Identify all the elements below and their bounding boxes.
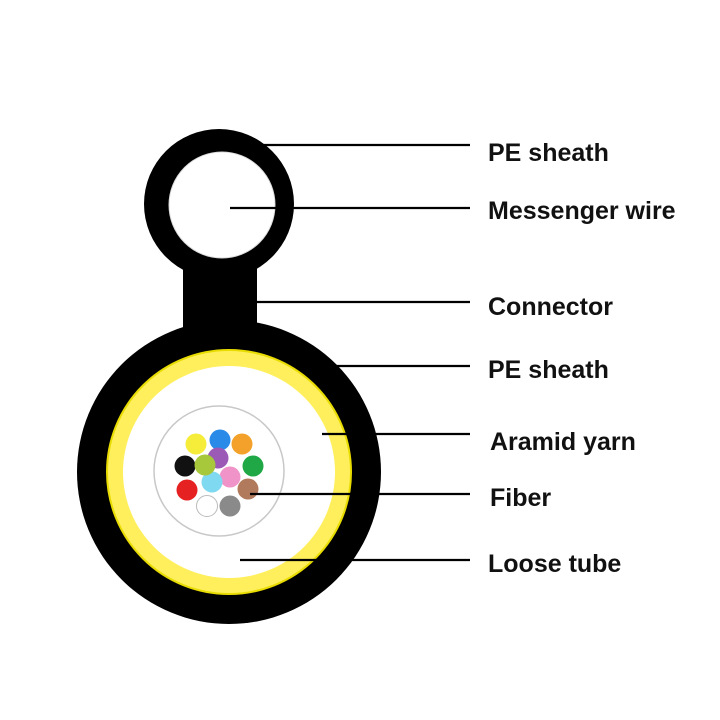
fiber-lime [194,454,216,476]
fiber-orange [231,433,253,455]
label-messenger-wire: Messenger wire [488,197,676,225]
callout-labels: PE sheath Messenger wire Connector PE sh… [488,139,676,578]
leader-lines [230,143,470,562]
label-loose-tube: Loose tube [488,550,621,578]
label-pe-sheath-main: PE sheath [488,356,609,384]
fiber-slate [219,495,241,517]
fiber-green [242,455,264,477]
fiber-blue [209,429,231,451]
fiber-yellow [185,433,207,455]
label-aramid-yarn: Aramid yarn [490,428,636,456]
cable-body [77,129,381,624]
loose-tube [153,405,285,537]
fiber-bundle [174,429,264,517]
fiber-black [174,455,196,477]
fiber-red [176,479,198,501]
label-pe-sheath-top: PE sheath [488,139,609,167]
label-fiber: Fiber [490,484,551,512]
fiber-aqua [201,471,223,493]
fiber-rose [219,466,241,488]
label-connector: Connector [488,293,613,321]
fiber-white [196,495,218,517]
messenger-wire [168,151,276,259]
fiber-brown [237,478,259,500]
